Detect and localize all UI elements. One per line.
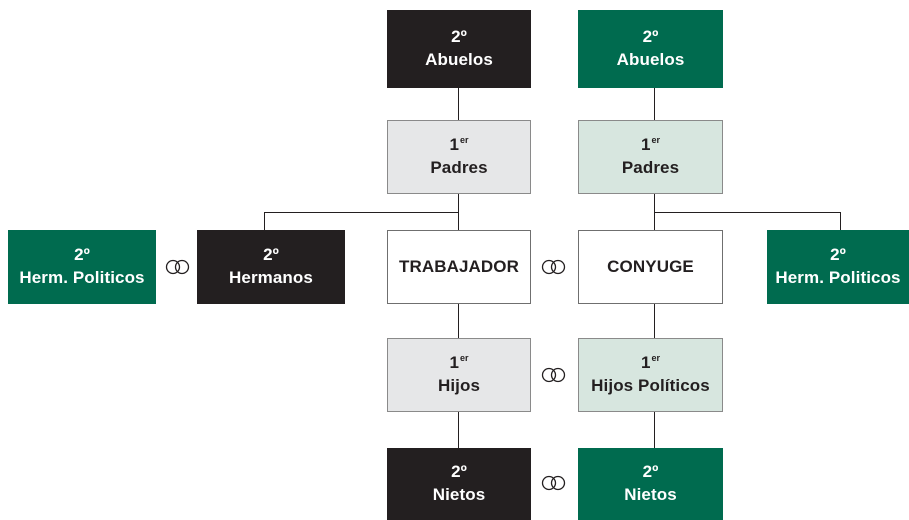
node-hermanos: 2º Hermanos — [197, 230, 345, 304]
degree-label: 1er — [449, 353, 469, 373]
node-padres-trabajador: 1er Padres — [387, 120, 531, 194]
node-label: Padres — [621, 158, 680, 177]
connector-conyuge-drop — [654, 212, 655, 230]
connector-siblings-bar-left — [264, 212, 459, 213]
connector-trabajador-drop — [458, 212, 459, 230]
connector-hijos-nietos — [458, 412, 459, 448]
node-label: Herm. Politicos — [19, 268, 145, 287]
node-label: Hermanos — [229, 268, 313, 287]
marriage-rings-icon — [541, 367, 566, 383]
connector-hermanos-drop — [264, 212, 265, 230]
node-label: Nietos — [624, 485, 677, 504]
degree-label: 2º — [74, 245, 90, 265]
degree-label: 2º — [642, 27, 659, 47]
node-nietos-trabajador: 2º Nietos — [387, 448, 531, 520]
node-abuelos-conyuge: 2º Abuelos — [578, 10, 723, 88]
connector-herm-pol-drop — [840, 212, 841, 230]
marriage-rings-icon — [541, 259, 566, 275]
connector-siblings-bar-right — [654, 212, 841, 213]
node-herm-politicos-left: 2º Herm. Politicos — [8, 230, 156, 304]
connector-padres-down-right — [654, 194, 655, 212]
node-hijos: 1er Hijos — [387, 338, 531, 412]
degree-label: 1er — [641, 353, 660, 373]
connector-padres-down-left — [458, 194, 459, 212]
node-label: Hijos Políticos — [591, 376, 710, 395]
degree-label: 1er — [449, 135, 469, 155]
node-label: Nietos — [432, 485, 486, 504]
node-label: Abuelos — [616, 50, 685, 69]
node-label: Hijos — [437, 376, 481, 395]
node-label: Padres — [430, 158, 488, 177]
node-nietos-conyuge: 2º Nietos — [578, 448, 723, 520]
node-herm-politicos-right: 2º Herm. Politicos — [767, 230, 909, 304]
marriage-rings-icon — [541, 475, 566, 491]
node-label: CONYUGE — [607, 256, 694, 276]
connector-conyuge-hijos-pol — [654, 304, 655, 338]
node-hijos-politicos: 1er Hijos Políticos — [578, 338, 723, 412]
degree-label: 2º — [451, 27, 467, 47]
connector-hijos-pol-nietos — [654, 412, 655, 448]
connector-abuelos-padres-right — [654, 88, 655, 120]
marriage-rings-icon — [165, 259, 190, 275]
node-label: Abuelos — [425, 50, 493, 69]
node-abuelos-trabajador: 2º Abuelos — [387, 10, 531, 88]
connector-abuelos-padres-left — [458, 88, 459, 120]
node-label: Herm. Politicos — [775, 268, 901, 287]
node-conyuge: CONYUGE — [578, 230, 723, 304]
node-trabajador: TRABAJADOR — [387, 230, 531, 304]
node-label: TRABAJADOR — [399, 256, 519, 276]
node-padres-conyuge: 1er Padres — [578, 120, 723, 194]
degree-label: 2º — [263, 245, 279, 265]
degree-label: 2º — [451, 462, 467, 482]
degree-label: 1er — [641, 135, 660, 155]
degree-label: 2º — [642, 462, 659, 482]
connector-trabajador-hijos — [458, 304, 459, 338]
degree-label: 2º — [830, 245, 846, 265]
